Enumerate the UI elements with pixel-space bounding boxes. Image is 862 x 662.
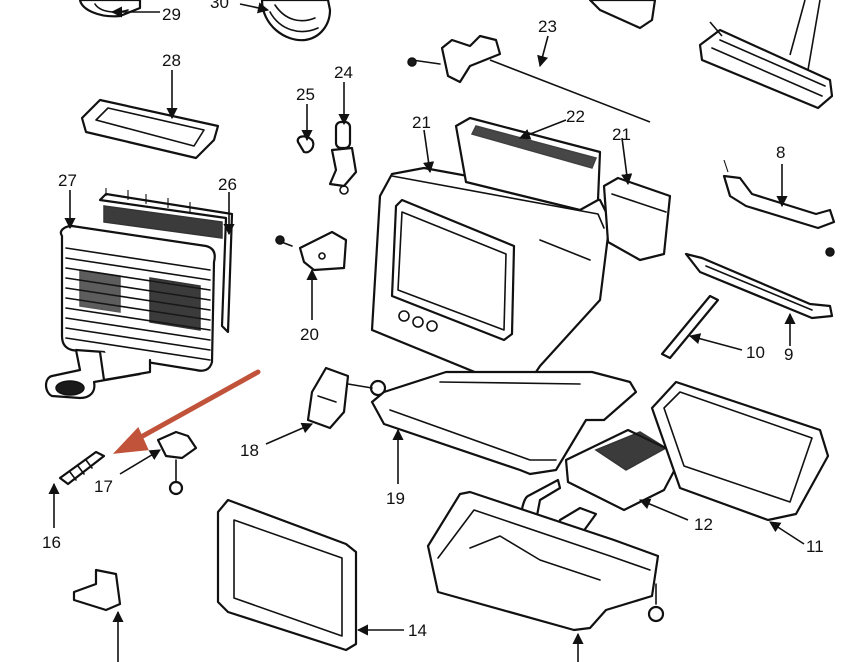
callout-24: 24 [334, 63, 353, 82]
callout-12: 12 [694, 515, 713, 534]
callout-23: 23 [538, 17, 557, 36]
callout-14: 14 [408, 621, 427, 640]
callout-8: 8 [776, 143, 785, 162]
part-25-clip [296, 135, 315, 154]
callout-labels: 29 30 28 27 26 25 24 23 22 21 21 20 19 1… [42, 0, 824, 640]
callout-19: 19 [386, 489, 405, 508]
callout-29: 29 [162, 5, 181, 24]
callout-22: 22 [566, 107, 585, 126]
part-28-filter-cover [80, 98, 220, 160]
part-20-mount-bracket [275, 230, 348, 272]
leader-lines [48, 2, 805, 662]
part-11-lower-tray [650, 380, 830, 522]
callout-27: 27 [58, 171, 77, 190]
part-bottom-housing [426, 490, 665, 632]
part-26-core-cover [98, 188, 234, 334]
part-27-evaporator-core [44, 224, 216, 400]
callout-17: 17 [94, 477, 113, 496]
callout-18: 18 [240, 441, 259, 460]
part-19-lower-case [370, 370, 638, 476]
callout-21-right: 21 [612, 125, 631, 144]
part-8-linkage [722, 159, 836, 257]
part-30-blower-motor [260, 0, 332, 42]
part-10-rod [660, 294, 720, 360]
callout-25: 25 [296, 85, 315, 104]
callout-10: 10 [746, 343, 765, 362]
part-16-sensor-probe [58, 450, 106, 486]
highlight-arrow [112, 369, 261, 454]
callout-9: 9 [784, 345, 793, 364]
part-14-access-cover [216, 498, 358, 652]
part-18-support-bracket [306, 366, 387, 430]
part-12-heater-core [518, 428, 684, 568]
part-top-center-duct-cutoff [588, 0, 657, 30]
part-top-right-grille [698, 0, 834, 110]
part-23-control-cable [407, 34, 651, 123]
part-29-blower-housing [78, 0, 142, 18]
part-9-linkage [684, 252, 834, 320]
callout-20: 20 [300, 325, 319, 344]
callout-16: 16 [42, 533, 61, 552]
callout-30: 30 [210, 0, 229, 12]
part-17-clamp [156, 430, 198, 496]
callout-21-left: 21 [412, 113, 431, 132]
part-bottom-left-bracket [72, 568, 122, 612]
callout-28: 28 [162, 51, 181, 70]
part-24-actuator-lever [328, 120, 358, 195]
callout-11: 11 [806, 537, 824, 556]
callout-26: 26 [218, 175, 237, 194]
